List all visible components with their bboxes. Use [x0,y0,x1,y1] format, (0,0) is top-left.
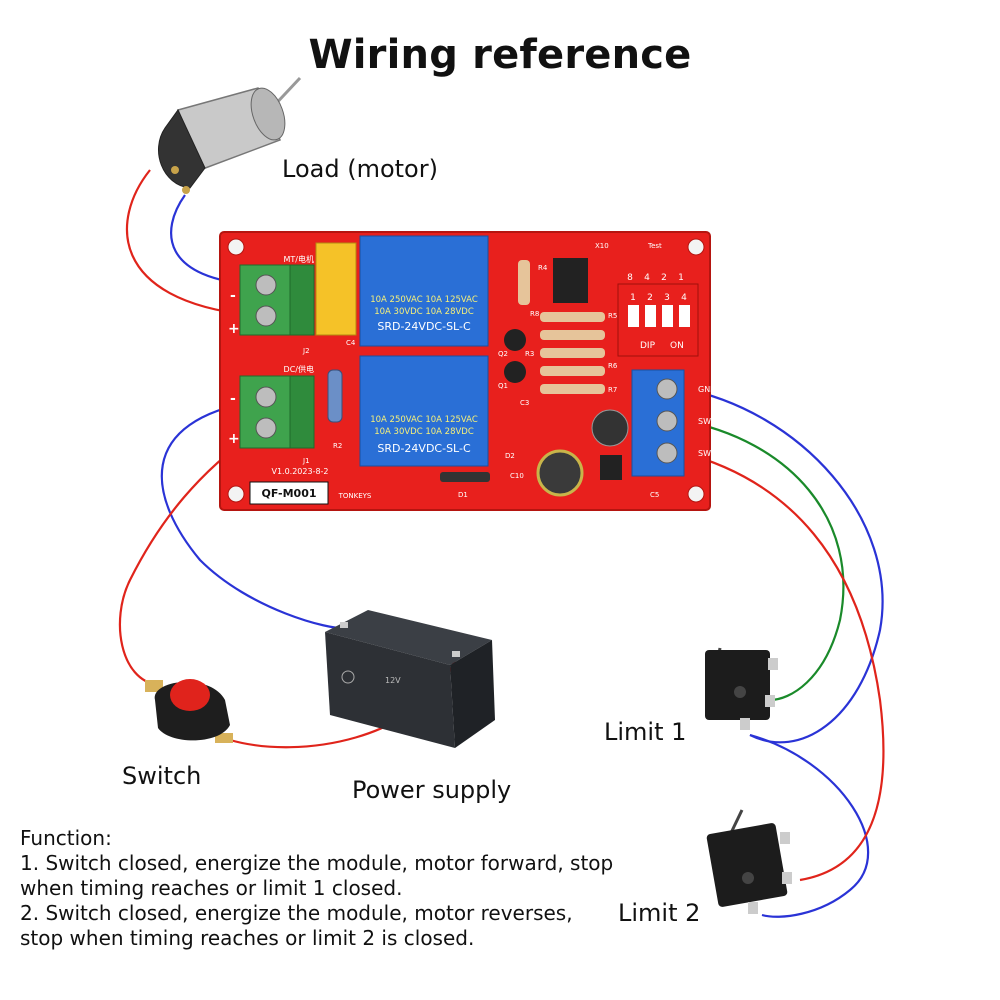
pcb-c5: C5 [650,491,659,499]
label-limit-2: Limit 2 [618,899,701,927]
motor-terminal-label: MT/电机 [284,254,314,264]
relay2-spec-1: 10A 250VAC 10A 125VAC [370,415,478,425]
dip-side-num-2: 2 [661,273,667,283]
wire-gnd-blue [679,386,884,744]
relay1-spec-1: 10A 250VAC 10A 125VAC [370,295,478,305]
function-line-2: 2. Switch closed, energize the module, m… [20,901,573,950]
wire-gnd-blue-2 [749,733,870,918]
label-switch: Switch [122,762,202,790]
motor-image [157,76,302,194]
pcb-r3: R3 [525,350,534,358]
sw1-label: SW1 [698,449,716,458]
dip-label: DIP [640,341,656,351]
wire-dc-blue [160,398,346,630]
pcb-r8: R8 [530,310,539,318]
relay2-model: SRD-24VDC-SL-C [377,442,471,455]
function-heading: Function: [20,826,112,850]
dc-plus: + [228,431,240,447]
dip-side-num-4: 4 [644,273,650,283]
pcb-r6: R6 [608,362,618,370]
push-switch-image [145,679,233,743]
dip-on-label: ON [670,341,684,351]
relay-module-board [219,231,711,511]
relay2-spec-2: 10A 30VDC 10A 28VDC [374,427,474,437]
limit-switch-1-image [705,647,778,730]
pcb-q1: Q1 [498,382,508,390]
dip-num-2: 2 [647,293,653,303]
pcb-r5: R5 [608,312,617,320]
dip-num-1: 1 [630,293,636,303]
dip-side-num-8: 8 [627,273,633,283]
pcb-c10: C10 [510,472,524,480]
pcb-j1: J1 [302,457,310,465]
function-line-1: 1. Switch closed, energize the module, m… [20,851,614,900]
dip-num-3: 3 [664,293,670,303]
model-label: QF-M001 [262,487,317,500]
brand-label: TONKEYS [338,492,372,500]
page-title: Wiring reference [308,32,692,78]
battery-label: 12V [385,676,401,685]
pcb-test: Test [647,242,662,250]
pcb-c3: C3 [520,399,529,407]
pcb-r4: R4 [538,264,548,272]
pcb-q2: Q2 [498,350,508,358]
label-limit-1: Limit 1 [604,718,687,746]
pcb-d2: D2 [505,452,515,460]
pcb-j2: J2 [302,347,310,355]
label-load-motor: Load (motor) [282,155,438,183]
pcb-c4: C4 [346,339,356,347]
relay1-model: SRD-24VDC-SL-C [377,320,471,333]
wire-dc-red [118,427,263,687]
dc-minus: - [230,391,236,407]
pcb-r2: R2 [333,442,342,450]
relay-2 [359,355,489,467]
wire-motor-red [125,169,251,317]
pcb-d1: D1 [458,491,468,499]
limit-switch-2-image [706,809,792,914]
dc-terminal-label: DC/供电 [284,364,314,374]
motor-plus: + [228,321,240,337]
label-power-supply: Power supply [352,776,512,804]
sw2-label: SW2 [698,417,716,426]
battery-image: 12V [325,610,495,748]
relay1-spec-2: 10A 30VDC 10A 28VDC [374,307,474,317]
dip-num-4: 4 [681,293,687,303]
version-label: V1.0.2023-8-2 [271,467,328,476]
pcb-r7: R7 [608,386,617,394]
pcb-x10: X10 [595,242,609,250]
wire-sw2-green [679,418,845,702]
motor-minus: - [230,288,236,304]
wire-sw1-red [679,450,885,882]
relay-1 [359,235,489,347]
function-description: Function: 1. Switch closed, energize the… [20,826,620,951]
dip-side-num-1: 1 [678,273,684,283]
sw-gnd-label: GND [698,385,716,394]
